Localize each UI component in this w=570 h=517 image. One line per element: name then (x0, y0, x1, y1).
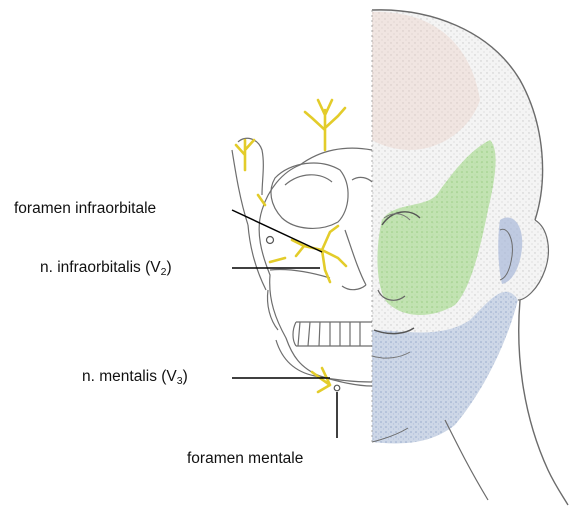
label-n-infraorbitalis-text: n. infraorbitalis (V (40, 259, 161, 276)
label-n-mentalis-text: n. mentalis (V (82, 368, 177, 385)
label-n-infraorbitalis: n. infraorbitalis (V2) (40, 259, 172, 278)
label-n-mentalis: n. mentalis (V3) (82, 368, 188, 387)
label-foramen-infraorbitale: foramen infraorbitale (14, 200, 156, 218)
label-foramen-mentale: foramen mentale (187, 450, 303, 468)
foramen-infraorbitale-mark (267, 237, 274, 244)
leader-lines (232, 210, 337, 438)
label-n-infraorbitalis-suffix: ) (166, 259, 171, 276)
foramen-mentale-mark (334, 385, 340, 391)
leader-foramen-infraorbitale (232, 210, 322, 252)
orbit (271, 163, 348, 228)
nerve-branches (236, 100, 346, 392)
label-n-mentalis-suffix: ) (183, 368, 188, 385)
skull-left-half (232, 138, 372, 391)
head-right-half (372, 10, 568, 505)
